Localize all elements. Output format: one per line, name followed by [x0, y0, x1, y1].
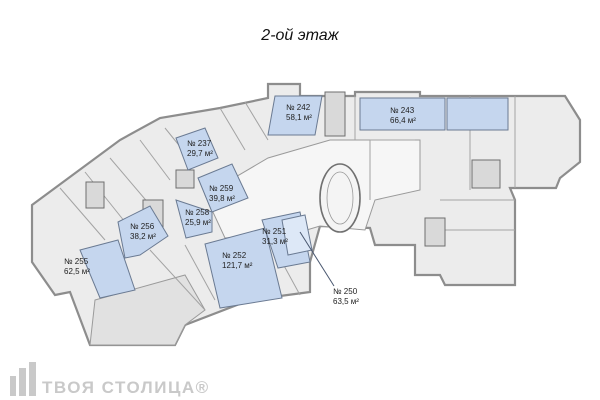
- unit-259-shape[interactable]: [197, 163, 249, 213]
- unit-251-number: № 251: [262, 227, 287, 236]
- unit-242-number: № 242: [286, 103, 311, 112]
- unit-255-shape[interactable]: [79, 239, 136, 299]
- unit-255-area: 62,5 м²: [64, 267, 90, 276]
- unit-242-area: 58,1 м²: [286, 113, 312, 122]
- unit-251-area: 31,3 м²: [262, 237, 288, 246]
- unit-256-number: № 256: [130, 222, 155, 231]
- atrium-inner: [326, 171, 354, 225]
- unit-256-area: 38,2 м²: [130, 232, 156, 241]
- unit-258-shape[interactable]: [175, 199, 213, 239]
- unit-243-shape[interactable]: [359, 97, 446, 131]
- unit-237-number: № 237: [187, 139, 212, 148]
- watermark-logo: ТВОЯ СТОЛИЦА®: [8, 362, 210, 396]
- unit-250-leader: [299, 231, 335, 287]
- unit-237-shape[interactable]: [175, 127, 219, 171]
- unit-252-area: 121,7 м²: [222, 261, 253, 270]
- unit-243-number: № 243: [390, 106, 415, 115]
- available-units: [79, 95, 509, 309]
- unit-242-shape[interactable]: [267, 95, 323, 136]
- watermark-text: ТВОЯ СТОЛИЦА®: [42, 378, 210, 397]
- unit-252-number: № 252: [222, 251, 247, 260]
- unit-250-number: № 250: [333, 287, 358, 296]
- atrium-void: [319, 163, 361, 233]
- unit-258-area: 25,9 м²: [185, 218, 211, 227]
- lower-wing: [89, 274, 206, 346]
- unit-237-area: 29,7 м²: [187, 149, 213, 158]
- unit-250-shape[interactable]: [281, 214, 313, 256]
- unit-250-area: 63,5 м²: [333, 297, 359, 306]
- unit-243b-shape[interactable]: [446, 97, 509, 131]
- floor-title: 2-ой этаж: [261, 27, 339, 44]
- unit-258-number: № 258: [185, 208, 210, 217]
- unit-243-area: 66,4 м²: [390, 116, 416, 125]
- building-logo-icon: [10, 362, 36, 396]
- unit-252-shape[interactable]: [204, 227, 283, 309]
- unit-259-number: № 259: [209, 184, 234, 193]
- unit-256-shape[interactable]: [117, 205, 169, 259]
- unit-255-number: № 255: [64, 257, 89, 266]
- unit-259-area: 39,8 м²: [209, 194, 235, 203]
